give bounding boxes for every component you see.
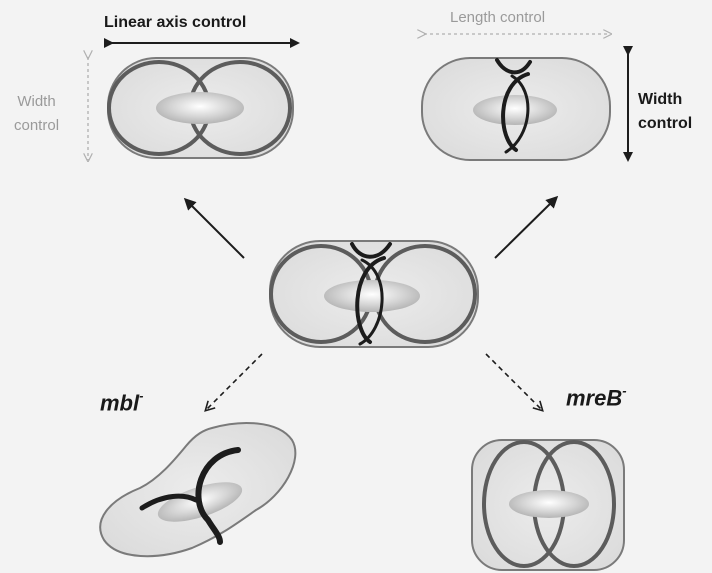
minus-superscript: - bbox=[622, 383, 626, 398]
nucleoid bbox=[324, 280, 420, 312]
arrow-to-length bbox=[495, 198, 556, 258]
cell-linear-axis-control bbox=[108, 58, 293, 158]
label-linear-axis-control: Linear axis control bbox=[104, 14, 246, 32]
mreb-gene-name: mreB bbox=[566, 385, 622, 410]
arrow-to-linear-axis bbox=[186, 200, 244, 258]
label-length-control: Length control bbox=[450, 9, 545, 26]
label-width-control-left: Width control bbox=[14, 90, 59, 138]
label-mbl-mutant: mbl- bbox=[100, 390, 143, 416]
cell-length-control bbox=[422, 58, 610, 160]
label-mreb-mutant: mreB- bbox=[566, 385, 627, 411]
label-width-control-right: Width control bbox=[638, 88, 692, 136]
minus-superscript: - bbox=[139, 388, 143, 403]
nucleoid bbox=[156, 92, 244, 124]
arrow-to-mbl-mutant bbox=[206, 354, 262, 410]
nucleoid bbox=[473, 95, 557, 125]
mbl-gene-name: mbl bbox=[100, 390, 139, 415]
arrow-to-mreb-mutant bbox=[486, 354, 542, 410]
cell-mbl-mutant bbox=[100, 423, 295, 556]
cell-center-wild-type bbox=[270, 241, 478, 347]
nucleoid bbox=[509, 490, 589, 518]
cell-mreb-mutant bbox=[472, 440, 624, 570]
